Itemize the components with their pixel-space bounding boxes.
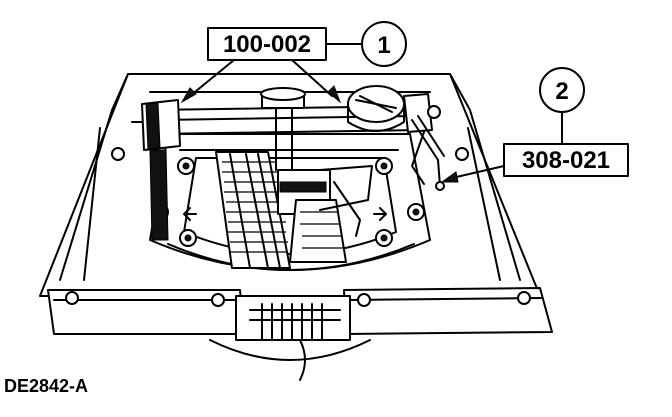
direction-arrows bbox=[183, 207, 387, 221]
differential-gears bbox=[277, 165, 373, 263]
callout-number-1: 1 bbox=[377, 32, 390, 59]
figure-id: DE2842-A bbox=[4, 376, 88, 396]
callout-1: 100-002 1 bbox=[180, 21, 407, 104]
ring-gear bbox=[215, 151, 291, 269]
callout-number-2: 2 bbox=[555, 78, 568, 105]
tool-label-308-021: 308-021 bbox=[522, 147, 610, 174]
callout-2: 2 308-021 bbox=[440, 67, 629, 183]
tool-label-100-002: 100-002 bbox=[223, 31, 311, 58]
pinion-housing bbox=[209, 295, 371, 381]
dial-indicator-tool-100-002 bbox=[131, 85, 441, 241]
probe-tool-308-021 bbox=[411, 115, 445, 191]
bottom-clamp-bars bbox=[47, 287, 553, 335]
